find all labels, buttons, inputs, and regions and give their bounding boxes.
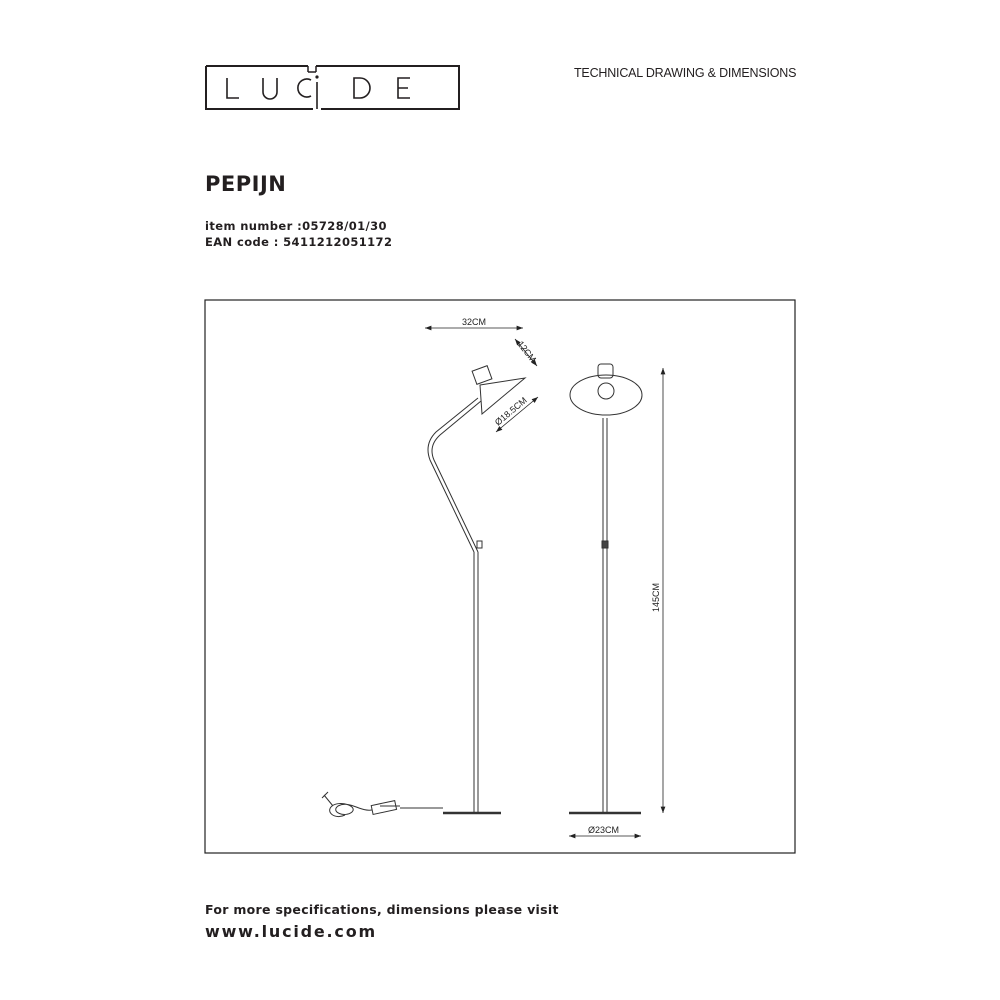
lamp-front-view [569,363,643,815]
footer-text: For more specifications, dimensions plea… [205,902,559,917]
product-name: PEPIJN [205,172,287,196]
ean-code: EAN code : 5411212051172 [205,235,393,249]
document-type-label: TECHNICAL DRAWING & DIMENSIONS [574,66,797,80]
lamp-side-view [321,365,527,818]
dimension-height-label: 145CM [651,583,661,612]
item-number: item number :05728/01/30 [205,219,387,233]
dimension-width-label: 32CM [462,317,486,327]
website-link[interactable]: www.lucide.com [205,922,377,941]
dimension-head-label: 12CM [515,339,538,364]
dimension-base-label: Ø23CM [588,825,619,835]
dimension-lines [425,325,666,839]
drawing-frame [204,299,796,854]
lucide-logo [205,65,460,110]
